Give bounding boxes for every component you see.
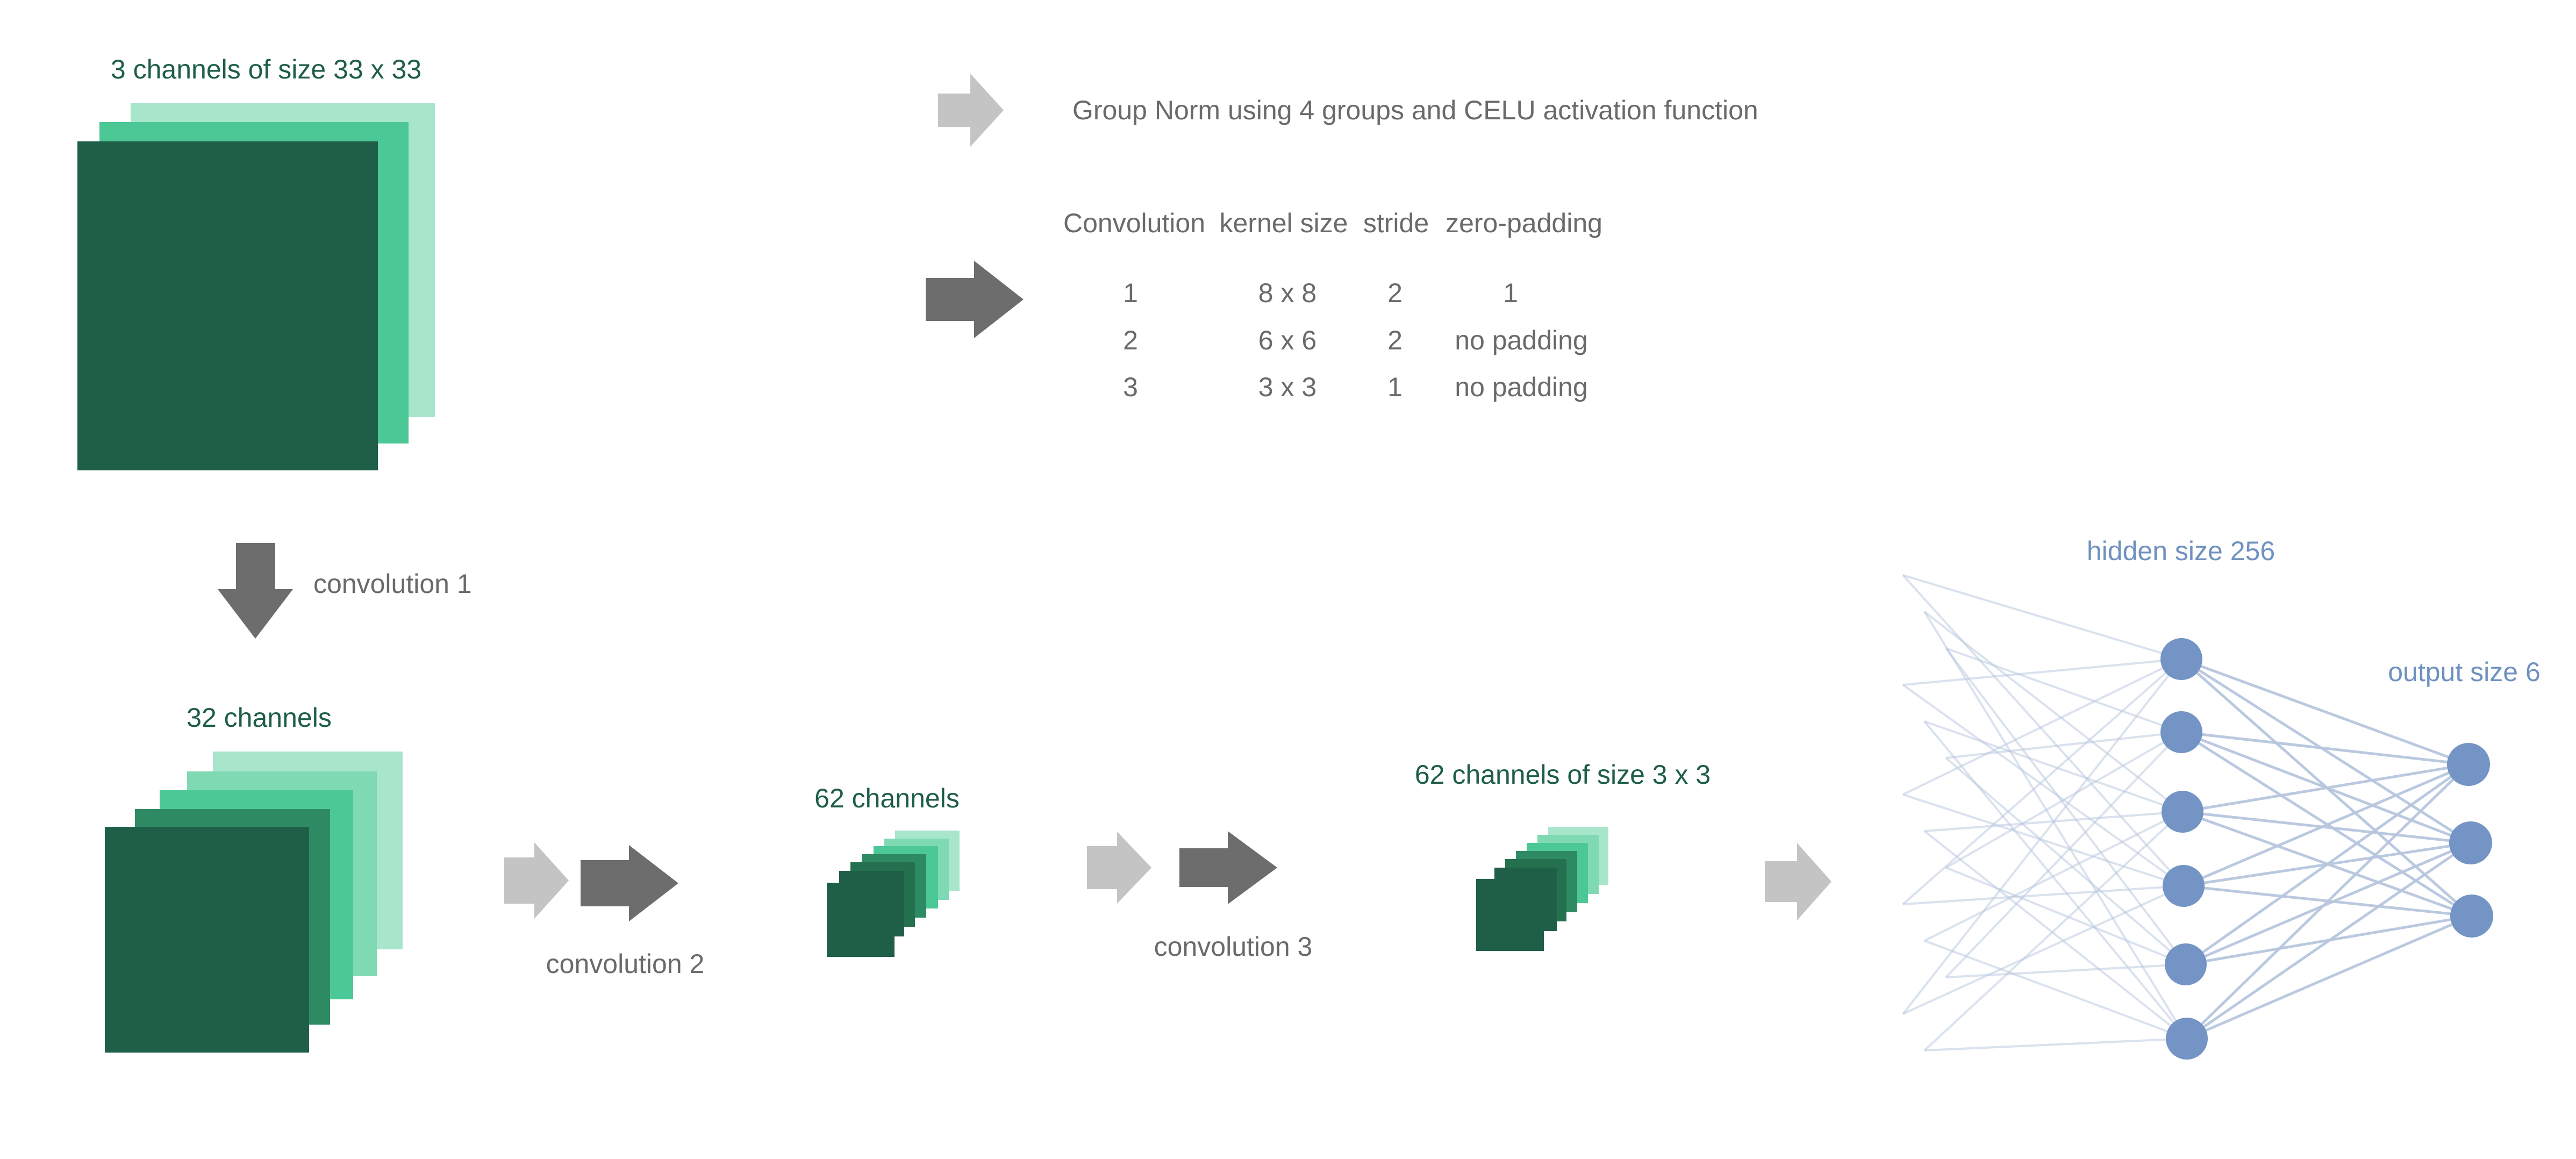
network-edge	[1902, 574, 2182, 660]
legend-light-arrow-icon	[938, 74, 1004, 147]
table-header-kernel-size: kernel size	[1220, 208, 1348, 238]
network-edge	[2180, 657, 2472, 845]
network-edge	[2185, 763, 2470, 966]
hidden-node	[2162, 791, 2203, 833]
stack-32-label: 32 channels	[187, 703, 332, 733]
network-nodes	[2160, 638, 2493, 1060]
network-edge	[1902, 684, 2185, 887]
network-edge	[1923, 720, 2188, 1040]
hidden-node	[2165, 943, 2207, 985]
input-channel-1	[77, 141, 378, 470]
stack-62-3x3-label: 62 channels of size 3 x 3	[1415, 760, 1711, 790]
network-edges	[1902, 574, 2473, 1051]
output-node	[2447, 743, 2490, 786]
table-cell: no padding	[1455, 325, 1587, 355]
hidden-node	[2163, 865, 2205, 907]
network-edge	[1902, 658, 2182, 686]
table-cell: 2	[1387, 278, 1403, 308]
conv2-label: convolution 2	[546, 949, 705, 979]
conv3-label: convolution 3	[1154, 932, 1313, 962]
network-edge	[1945, 647, 2187, 965]
network-edge	[1923, 811, 2184, 1051]
network-edge	[2182, 763, 2469, 813]
flatten-light-arrow-icon	[1765, 843, 1831, 920]
table-cell: 3 x 3	[1258, 372, 1316, 402]
table-cell: 6 x 6	[1258, 325, 1316, 355]
network-edge	[1902, 658, 2183, 905]
hidden-node	[2160, 711, 2202, 753]
conv2-dark-arrow-icon	[581, 845, 678, 921]
hidden-size-label: hidden size 256	[2087, 536, 2275, 566]
output-node	[2449, 821, 2492, 864]
network-edge	[1924, 940, 2187, 1040]
channel-layer	[105, 827, 309, 1053]
table-cell: no padding	[1455, 372, 1587, 402]
channel-layer	[1476, 879, 1544, 951]
network-edge	[1945, 963, 2186, 978]
table-cell: 1	[1123, 278, 1138, 308]
stack-62-label: 62 channels	[814, 783, 960, 813]
network-edge	[1923, 830, 2188, 1040]
table-cell: 3	[1123, 372, 1138, 402]
input-label: 3 channels of size 33 x 33	[111, 54, 421, 84]
network-edge	[1902, 885, 2184, 1015]
stack-32-channels	[105, 752, 403, 1053]
network-edge	[1923, 611, 2188, 1040]
network-edge	[1902, 574, 2185, 887]
network-edge	[2183, 763, 2469, 888]
network-edge	[1945, 731, 2183, 978]
table-cell: 1	[1503, 278, 1518, 308]
network-edge	[2186, 841, 2472, 1040]
network-edge	[1924, 1038, 2187, 1051]
network-edge	[1945, 867, 2186, 965]
network-edge	[1902, 658, 2183, 1015]
table-cell: 8 x 8	[1258, 278, 1316, 308]
conv1-down-arrow-icon	[218, 543, 293, 639]
stack-62-channels	[827, 831, 960, 957]
network-edge	[1945, 731, 2182, 759]
network-edge	[2181, 731, 2469, 766]
network-edge	[2181, 657, 2469, 766]
output-node	[2450, 895, 2493, 938]
conv3-light-arrow-icon	[1087, 832, 1151, 904]
network-edge	[2186, 914, 2472, 1040]
network-edge	[2186, 763, 2470, 1040]
table-header-zero-padding: zero-padding	[1446, 208, 1602, 238]
channel-layer	[827, 883, 895, 957]
groupnorm-legend-text: Group Norm using 4 groups and CELU activ…	[1072, 95, 1758, 125]
network-edge	[1902, 885, 2184, 905]
hidden-node	[2160, 638, 2202, 680]
conv2-light-arrow-icon	[504, 842, 569, 919]
network-edge	[2182, 810, 2471, 845]
network-edge	[1945, 647, 2182, 733]
table-cell: 1	[1387, 372, 1403, 402]
network-edge	[1902, 793, 2184, 887]
table-header-stride: stride	[1363, 208, 1429, 238]
hidden-node	[2166, 1018, 2208, 1060]
convolution-table: Convolution kernel size stride zero-padd…	[1063, 208, 1602, 402]
network-edge	[1902, 658, 2182, 796]
input-channel-stack	[77, 103, 435, 470]
legend-dark-arrow-icon	[926, 261, 1024, 338]
table-header-convolution: Convolution	[1063, 208, 1205, 238]
table-cell: 2	[1387, 325, 1403, 355]
conv3-dark-arrow-icon	[1179, 831, 1277, 904]
network-edge	[1945, 757, 2187, 965]
output-size-label: output size 6	[2388, 657, 2541, 687]
conv1-label: convolution 1	[313, 569, 472, 599]
table-cell: 2	[1123, 325, 1138, 355]
network-edge	[1924, 720, 2183, 813]
network-edge	[2185, 841, 2471, 966]
stack-62-3x3-channels	[1476, 827, 1608, 951]
